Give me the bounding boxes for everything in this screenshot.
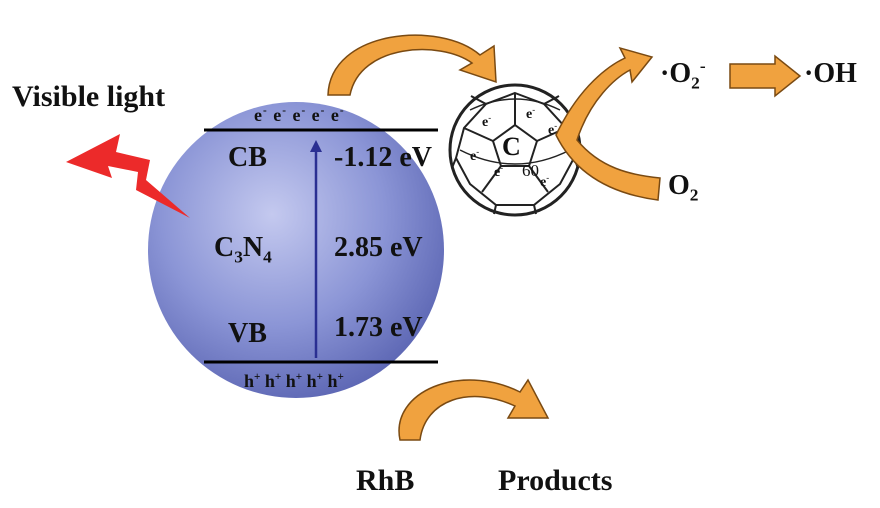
electron-transfer-arrow bbox=[327, 34, 497, 96]
cb-electron: e- bbox=[254, 105, 268, 125]
cb-electron: e- bbox=[292, 105, 307, 125]
material-label: C3N4 bbox=[214, 232, 272, 267]
c3n4-particle bbox=[148, 102, 444, 398]
vb-hole: h+ bbox=[285, 371, 303, 391]
c60-sixty: 60 bbox=[522, 161, 539, 180]
cb-label: CB bbox=[228, 142, 267, 173]
oxygen-molecule: O2 bbox=[668, 170, 699, 205]
c60-electron: e- bbox=[494, 162, 504, 180]
vb-label: VB bbox=[228, 318, 267, 349]
cb-electron: e- bbox=[273, 105, 287, 125]
hydroxyl-radical: ·OH bbox=[804, 58, 857, 89]
cb-electrons: e- e- e- e- e- bbox=[254, 105, 345, 125]
rhb-label: RhB bbox=[356, 464, 415, 497]
cb-electron: e- bbox=[311, 105, 326, 125]
degradation-arrow bbox=[398, 378, 550, 441]
vb-energy: 1.73 eV bbox=[334, 312, 423, 343]
vb-hole: h+ bbox=[327, 371, 344, 391]
oxygen-reduction-arrow bbox=[555, 46, 661, 201]
c60-c-letter: C bbox=[502, 132, 521, 161]
lightning-bolt-icon bbox=[66, 134, 190, 218]
superoxide-to-hydroxyl-arrow bbox=[729, 54, 802, 98]
visible-light-label: Visible light bbox=[12, 80, 166, 113]
vb-hole: h+ bbox=[244, 371, 261, 391]
vb-hole: h+ bbox=[306, 371, 323, 391]
c60-electron: e- bbox=[526, 104, 536, 122]
c60-electron: e- bbox=[540, 172, 550, 190]
c60-electron: e- bbox=[482, 112, 492, 130]
cb-energy: -1.12 eV bbox=[334, 142, 432, 173]
c60-electron: e- bbox=[548, 120, 558, 138]
cb-electron: e- bbox=[330, 105, 345, 125]
band-gap-energy: 2.85 eV bbox=[334, 232, 423, 263]
c60-electron: e- bbox=[470, 146, 480, 164]
vb-hole: h+ bbox=[264, 371, 282, 391]
products-label: Products bbox=[498, 464, 613, 497]
vb-holes: h+ h+ h+ h+ h+ bbox=[244, 371, 344, 391]
superoxide-radical: ·O2- bbox=[660, 56, 706, 93]
